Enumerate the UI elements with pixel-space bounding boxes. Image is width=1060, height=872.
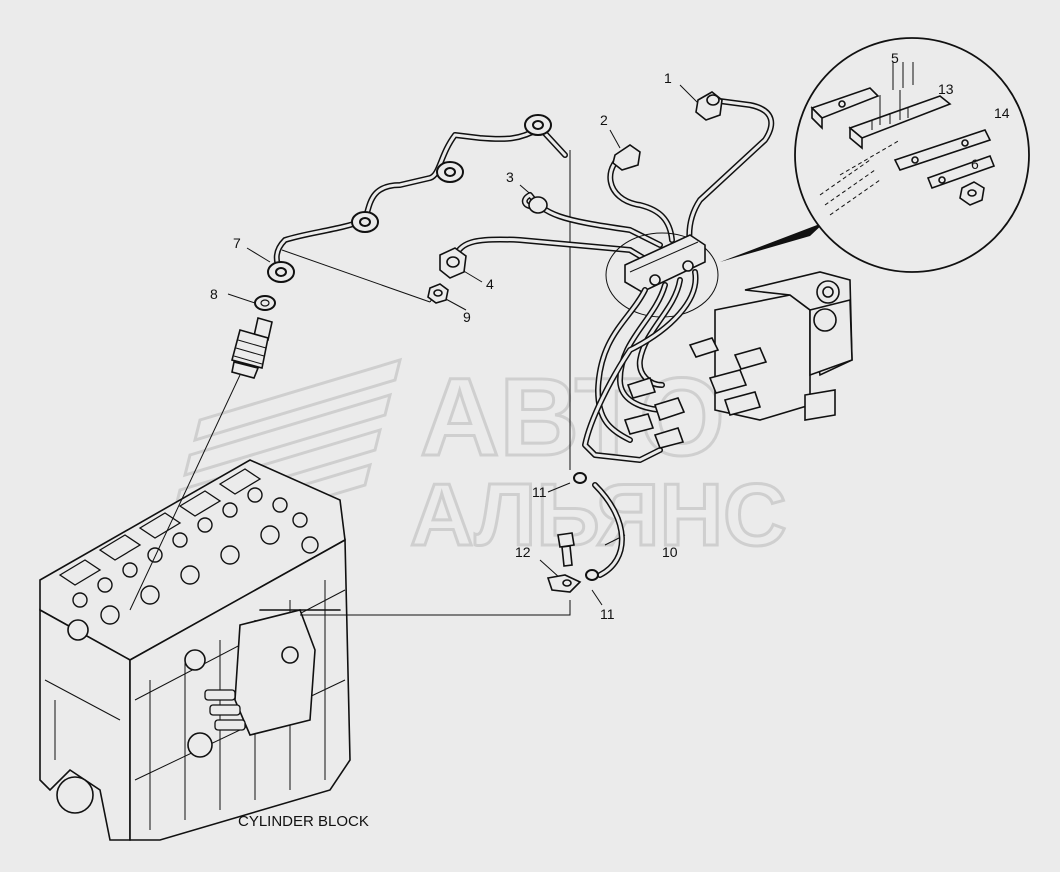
watermark-line1: АВТО	[420, 356, 725, 479]
pipe-4	[439, 236, 653, 279]
injection-pump	[623, 271, 853, 449]
callout-7: 7	[233, 235, 241, 251]
callout-2: 2	[600, 112, 608, 128]
cylinder-block-caption: CYLINDER BLOCK	[238, 813, 369, 830]
watermark-line2: АЛЬЯНС	[410, 465, 787, 564]
injector-assembly	[231, 295, 276, 379]
pipe-2	[607, 144, 675, 243]
nut-9	[427, 283, 449, 304]
callout-4: 4	[486, 276, 494, 292]
callout-13: 13	[938, 81, 954, 97]
detail-pointer	[720, 222, 825, 262]
cylinder-block	[39, 459, 351, 841]
callout-10: 10	[662, 544, 678, 560]
callout-1: 1	[664, 70, 672, 86]
pipe-1	[686, 91, 775, 248]
pipe-cylinder-4	[267, 114, 568, 283]
callout-14: 14	[994, 105, 1010, 121]
callout-9: 9	[463, 309, 471, 325]
callout-3: 3	[506, 169, 514, 185]
callout-6: 6	[971, 156, 979, 172]
watermark: АВТО АЛЬЯНС	[162, 355, 788, 566]
callout-5: 5	[891, 50, 899, 66]
return-hose-10	[573, 472, 625, 581]
banjo-bolt-12	[546, 532, 582, 593]
callout-11-lower: 11	[600, 606, 615, 622]
detail-circle	[794, 37, 1030, 273]
pipe-3	[521, 192, 663, 248]
callout-11-upper: 11	[532, 484, 547, 500]
pipe-clamp-cluster	[582, 232, 719, 463]
callout-labels: 1 2 3 4 5 6 7 8 9 10 11 11 12 13 14	[210, 50, 1010, 622]
callout-12: 12	[515, 544, 531, 560]
callout-8: 8	[210, 286, 218, 302]
